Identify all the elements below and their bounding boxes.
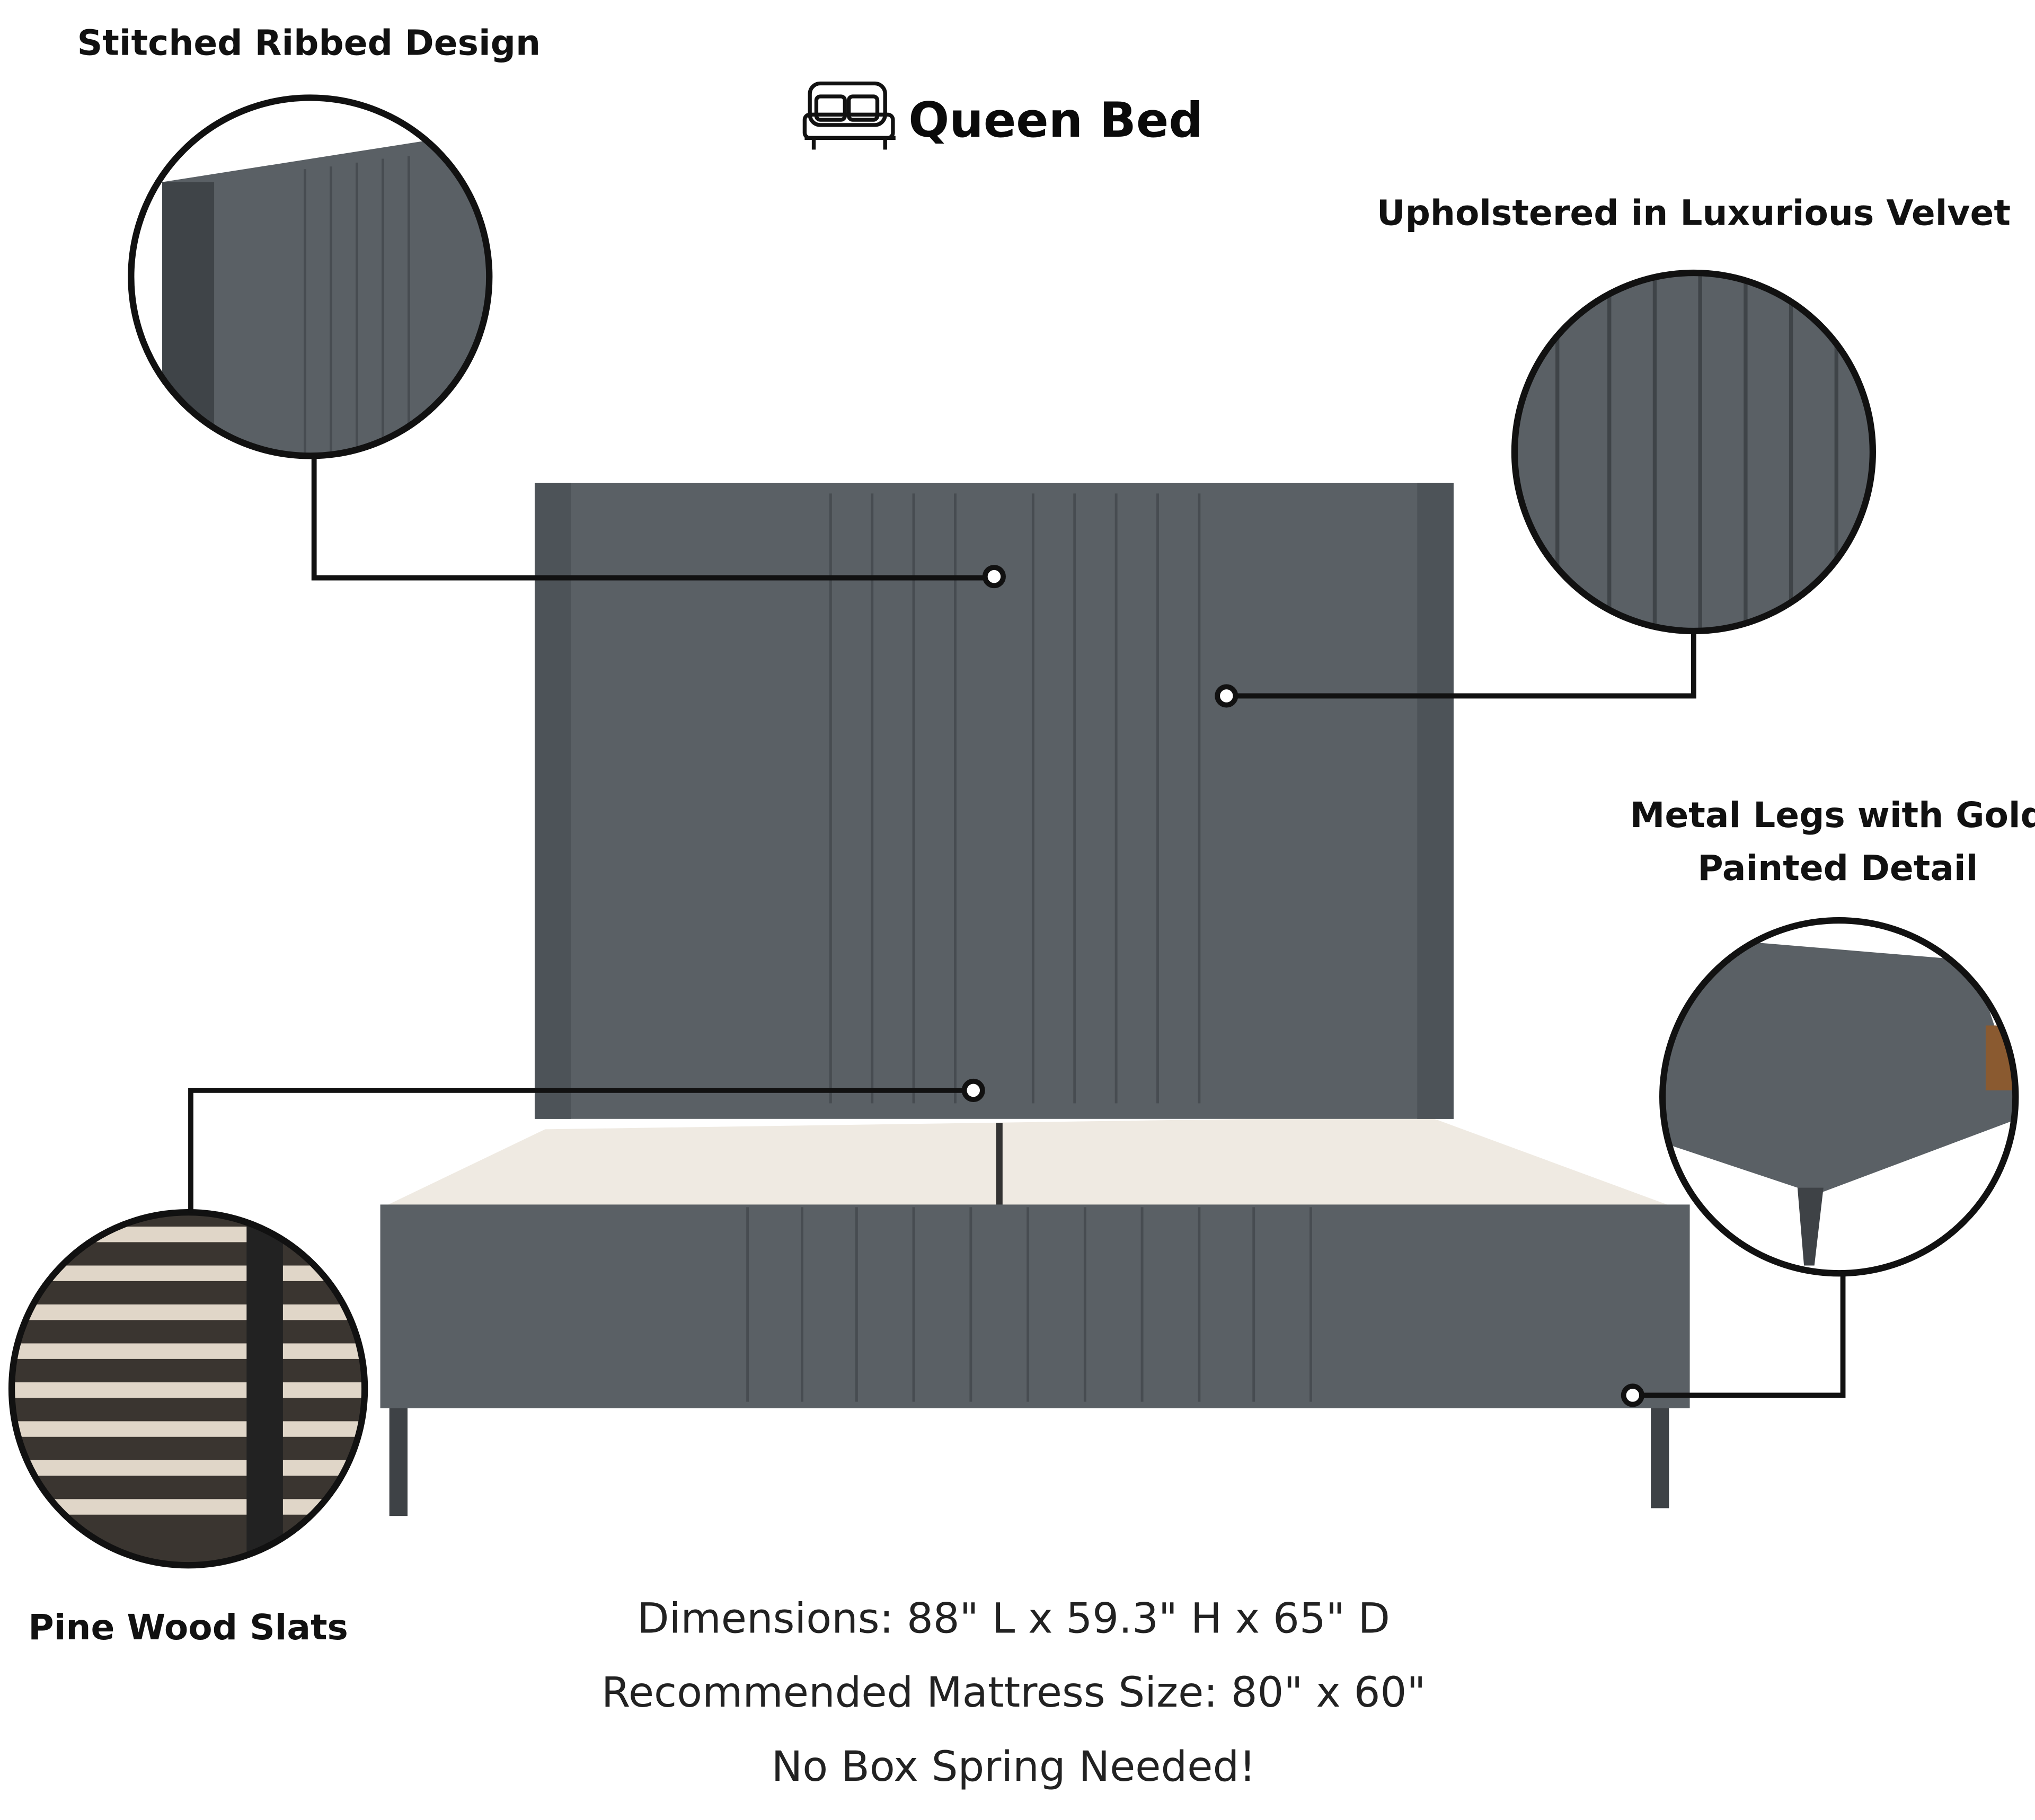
bed-icon [802, 81, 896, 150]
slats-detail-circle [8, 1209, 368, 1569]
callout-dots [961, 565, 1644, 1407]
box-spring-text: No Box Spring Needed! [772, 1743, 1256, 1791]
bed-image [380, 483, 1690, 1516]
label-legs-line2: Painted Detail [1697, 848, 1978, 889]
page-title: Queen Bed [908, 93, 1203, 148]
label-slats: Pine Wood Slats [28, 1607, 348, 1648]
dimensions-text: Dimensions: 88" L x 59.3" H x 65" D [637, 1595, 1390, 1643]
mattress-size-text: Recommended Mattress Size: 80" x 60" [601, 1668, 1426, 1717]
label-stitched: Stitched Ribbed Design [77, 23, 541, 64]
label-legs-line1: Metal Legs with Gold [1630, 795, 2035, 836]
stitched-detail-circle [128, 94, 493, 459]
label-velvet: Upholstered in Luxurious Velvet [1377, 192, 2011, 233]
velvet-detail-circle [1511, 269, 1876, 635]
legs-detail-circle [1659, 917, 2019, 1277]
callout-lines [188, 456, 1846, 1398]
